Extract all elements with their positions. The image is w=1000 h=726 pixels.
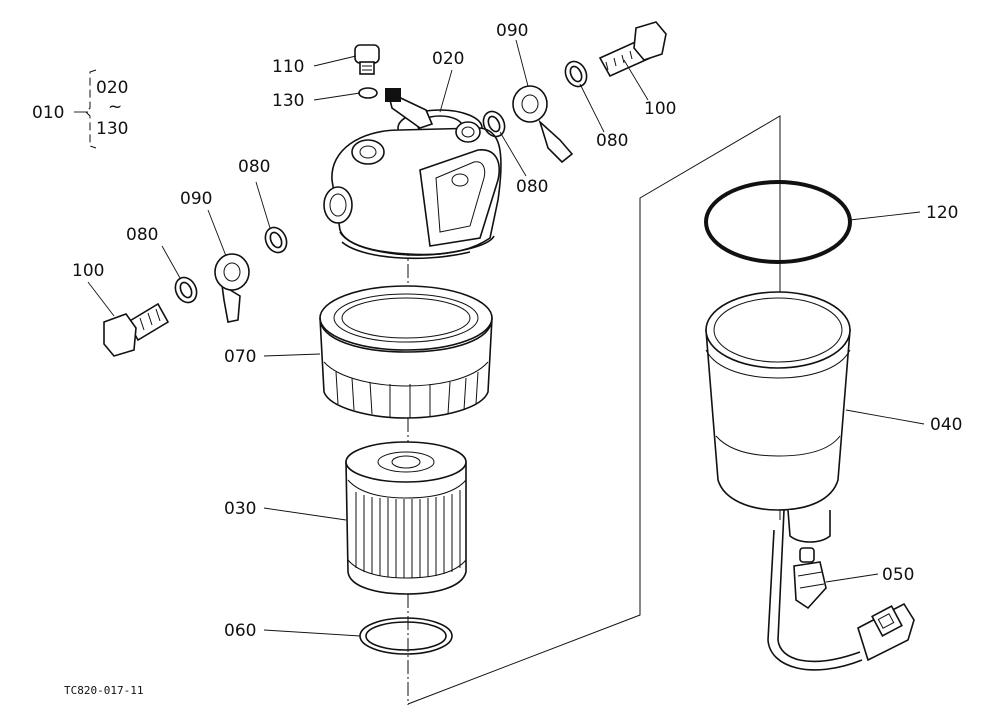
part-110-plug xyxy=(354,44,380,75)
part-100-banjo-bolt-left xyxy=(103,302,170,357)
callout-100-left: 100 xyxy=(72,261,104,281)
assembly-guide-line xyxy=(407,115,781,705)
part-090-banjo-left xyxy=(214,253,250,323)
callout-130: 130 xyxy=(272,91,304,111)
part-080-washer-left-upper xyxy=(264,226,288,254)
part-040-filter-bowl xyxy=(705,291,851,543)
callout-070: 070 xyxy=(224,347,256,367)
callout-020: 020 xyxy=(432,49,464,69)
callout-090-left: 090 xyxy=(180,189,212,209)
callout-050: 050 xyxy=(882,565,914,585)
part-130-o-ring xyxy=(358,87,378,99)
part-090-banjo-top xyxy=(512,85,574,164)
callout-080-top-mid: 080 xyxy=(516,177,548,197)
part-080-washer-top-mid xyxy=(482,110,506,138)
part-080-washer-left-upper-inner xyxy=(269,231,283,249)
callout-030: 030 xyxy=(224,499,256,519)
callout-040: 040 xyxy=(930,415,962,435)
part-060-o-ring xyxy=(359,617,453,655)
group-range-start: 020 xyxy=(96,78,128,98)
callout-060: 060 xyxy=(224,621,256,641)
callout-080-left-lower: 080 xyxy=(126,225,158,245)
figure-code: TC820-017-11 xyxy=(64,684,143,697)
part-100-banjo-bolt-top xyxy=(598,21,667,78)
part-030-filter-element xyxy=(345,441,467,595)
callout-080-left-upper: 080 xyxy=(238,157,270,177)
part-080-washer-left-lower-inner xyxy=(179,281,193,299)
part-120-large-o-ring xyxy=(704,180,852,264)
part-080-washer-top-right xyxy=(564,60,588,88)
leader-lines xyxy=(87,39,925,637)
part-020-filter-head xyxy=(323,88,502,260)
part-080-washer-top-right-inner xyxy=(569,65,583,83)
group-range-sep: ~ xyxy=(108,97,122,117)
callout-100-top: 100 xyxy=(644,99,676,119)
part-050-water-sensor xyxy=(767,509,915,671)
part-080-washer-top-mid-inner xyxy=(487,115,501,133)
group-label-010: 010 xyxy=(32,103,64,123)
callout-120: 120 xyxy=(926,203,958,223)
group-bracket-010: 010 020 ~ 130 xyxy=(32,69,128,149)
part-070-ring-nut xyxy=(319,285,493,419)
callout-090-top: 090 xyxy=(496,21,528,41)
group-range-end: 130 xyxy=(96,119,128,139)
callout-080-top-right: 080 xyxy=(596,131,628,151)
callout-labels: 110 130 020 090 100 080 080 080 090 080 … xyxy=(72,21,962,641)
part-080-washer-left-lower xyxy=(174,276,198,304)
callout-110: 110 xyxy=(272,57,304,77)
